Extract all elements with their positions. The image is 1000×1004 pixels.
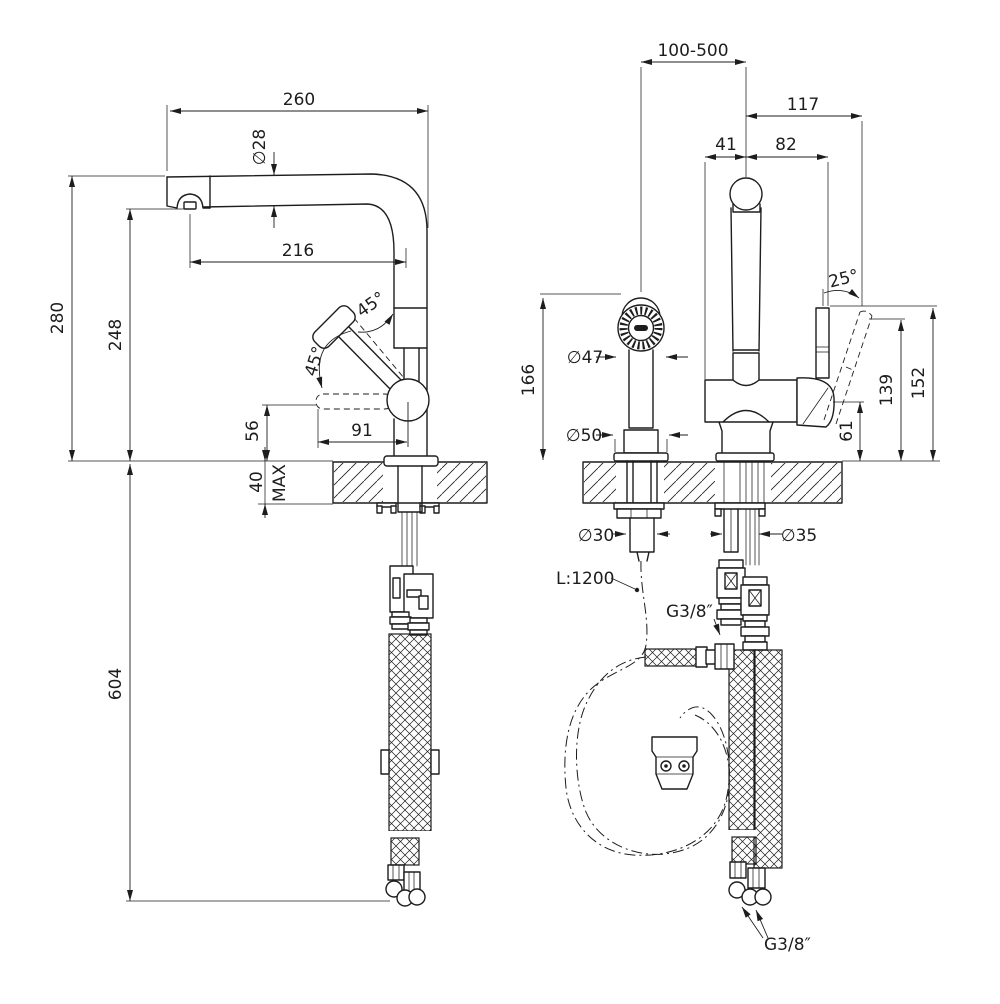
front-view-handspray (613, 297, 669, 562)
dim-center-to-lever: 82 (775, 135, 797, 155)
side-view-handle (312, 305, 430, 447)
spray-hose-loop (564, 560, 731, 856)
aerator-mouth (183, 201, 197, 210)
front-view-below-counter (644, 460, 783, 906)
side-view: 260 ∅28 216 280 248 604 56 91 40 (48, 90, 488, 907)
dim-counter-thickness-max: MAX (270, 464, 290, 502)
dim-counter-thickness: 40 (247, 471, 267, 493)
dim-lever-tip-height: 152 (909, 367, 929, 399)
dim-spray-to-mixer: 100-500 (657, 41, 728, 61)
front-view-mixer (704, 177, 798, 462)
dim-center-to-body-edge: 41 (715, 135, 737, 155)
dim-handle-height: 56 (243, 420, 263, 442)
dim-handle-angle-side: 45° (353, 288, 389, 322)
hose-labels: L:1200 G3/8″ G3/8″ (556, 569, 811, 955)
label-hose-thread-supply: G3/8″ (764, 935, 811, 955)
dim-center-to-lever-open: 117 (787, 95, 819, 115)
handle-ghost-horizontal (315, 393, 393, 410)
supply-hose (728, 649, 756, 831)
dim-handle-reach: 91 (351, 421, 373, 441)
lever-bar (815, 307, 830, 379)
label-spray-hose-length: L:1200 (556, 569, 614, 589)
hose-end-fitting (408, 888, 426, 906)
supply-hose (753, 649, 783, 869)
side-view-base (376, 455, 440, 567)
spray-nozzle-slot (634, 325, 648, 331)
front-view-lever: 25° (796, 266, 873, 428)
spout-top-knob (729, 177, 763, 211)
dim-spray-height: 166 (519, 364, 539, 396)
side-view-spout (166, 173, 428, 457)
side-view-check-valves (389, 565, 434, 636)
dim-mixer-shank-diameter: ∅35 (781, 526, 817, 546)
side-view-countertop (332, 461, 488, 504)
dim-lever-bottom-height: 61 (837, 420, 857, 442)
spray-hose-connector (644, 648, 698, 667)
dim-hose-drop: 604 (106, 668, 126, 700)
front-view-countertop (582, 461, 843, 504)
dim-height-overall: 280 (48, 302, 68, 334)
front-view: 25° (519, 41, 940, 955)
dim-spray-shank-diameter: ∅30 (578, 526, 614, 546)
spray-head-knurl (619, 306, 663, 350)
dim-lever-open-tip-height: 139 (877, 374, 897, 406)
hose-end-fitting (754, 888, 772, 906)
dim-spout-reach: 216 (282, 241, 314, 261)
side-view-braided-hose (380, 633, 440, 907)
hose-counterweight (651, 736, 698, 790)
front-view-dimensions: 100-500 117 41 82 166 ∅47 ∅50 ∅30 (519, 41, 940, 546)
dim-handle-swing-angle: 45° (301, 344, 329, 379)
dim-spray-head-diameter: ∅47 (567, 348, 603, 368)
dim-height-aerator: 248 (106, 319, 126, 351)
dim-spray-base-diameter: ∅50 (566, 426, 602, 446)
side-view-dimensions: 260 ∅28 216 280 248 604 56 91 40 (48, 90, 429, 902)
dim-spout-diameter: ∅28 (250, 129, 270, 165)
label-hose-thread-side: G3/8″ (666, 602, 713, 622)
dim-lever-angle: 25° (827, 266, 861, 293)
dim-spout-width-overall: 260 (283, 90, 315, 110)
